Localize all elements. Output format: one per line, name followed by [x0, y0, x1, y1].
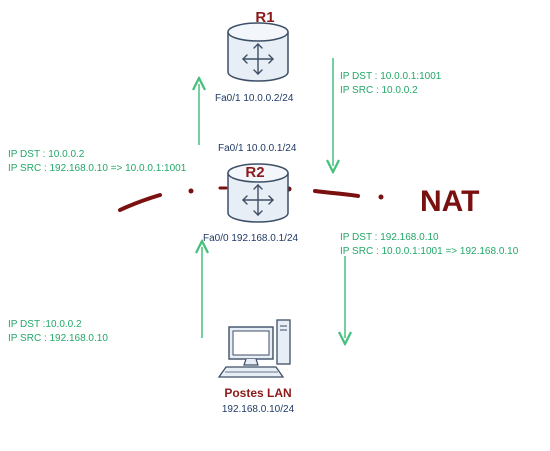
packet-src: IP SRC : 192.168.0.10 [8, 333, 108, 344]
router-r2[interactable]: R2 [227, 163, 289, 223]
packet-r1-to-r2: IP DST : 10.0.0.1:1001 IP SRC : 10.0.0.2 [340, 71, 442, 96]
nat-label: NAT [420, 185, 479, 218]
packet-r2-to-r1: IP DST : 10.0.0.2 IP SRC : 192.168.0.10 … [8, 149, 187, 174]
r2-interface-fa00: Fa0/0 192.168.0.1/24 [203, 233, 299, 244]
nat-boundary-line [118, 186, 384, 212]
router-r1[interactable]: R1 [227, 9, 289, 82]
router-r2-name: R2 [245, 164, 264, 181]
lan-host-name: Postes LAN [224, 386, 291, 400]
router-r1-name: R1 [255, 9, 274, 26]
packet-dst: IP DST : 10.0.0.2 [8, 149, 85, 160]
router-icon [227, 163, 289, 223]
packet-dst: IP DST : 192.168.0.10 [340, 232, 439, 243]
packet-src: IP SRC : 192.168.0.10 => 10.0.0.1:1001 [8, 163, 187, 174]
packet-dst: IP DST : 10.0.0.1:1001 [340, 71, 442, 82]
packet-src: IP SRC : 10.0.0.2 [340, 85, 418, 96]
lan-host-ip: 192.168.0.10/24 [222, 404, 295, 415]
router-icon [227, 22, 289, 82]
r2-interface-fa01: Fa0/1 10.0.0.1/24 [218, 143, 297, 154]
packet-src: IP SRC : 10.0.0.1:1001 => 192.168.0.10 [340, 246, 519, 257]
packet-pc-to-r2: IP DST :10.0.0.2 IP SRC : 192.168.0.10 [8, 319, 108, 344]
desktop-computer-icon [217, 319, 291, 378]
r1-interface-fa01: Fa0/1 10.0.0.2/24 [215, 93, 294, 104]
packet-r2-to-pc: IP DST : 192.168.0.10 IP SRC : 10.0.0.1:… [340, 232, 519, 257]
lan-host[interactable]: Postes LAN 192.168.0.10/24 [217, 319, 295, 415]
packet-dst: IP DST :10.0.0.2 [8, 319, 82, 330]
